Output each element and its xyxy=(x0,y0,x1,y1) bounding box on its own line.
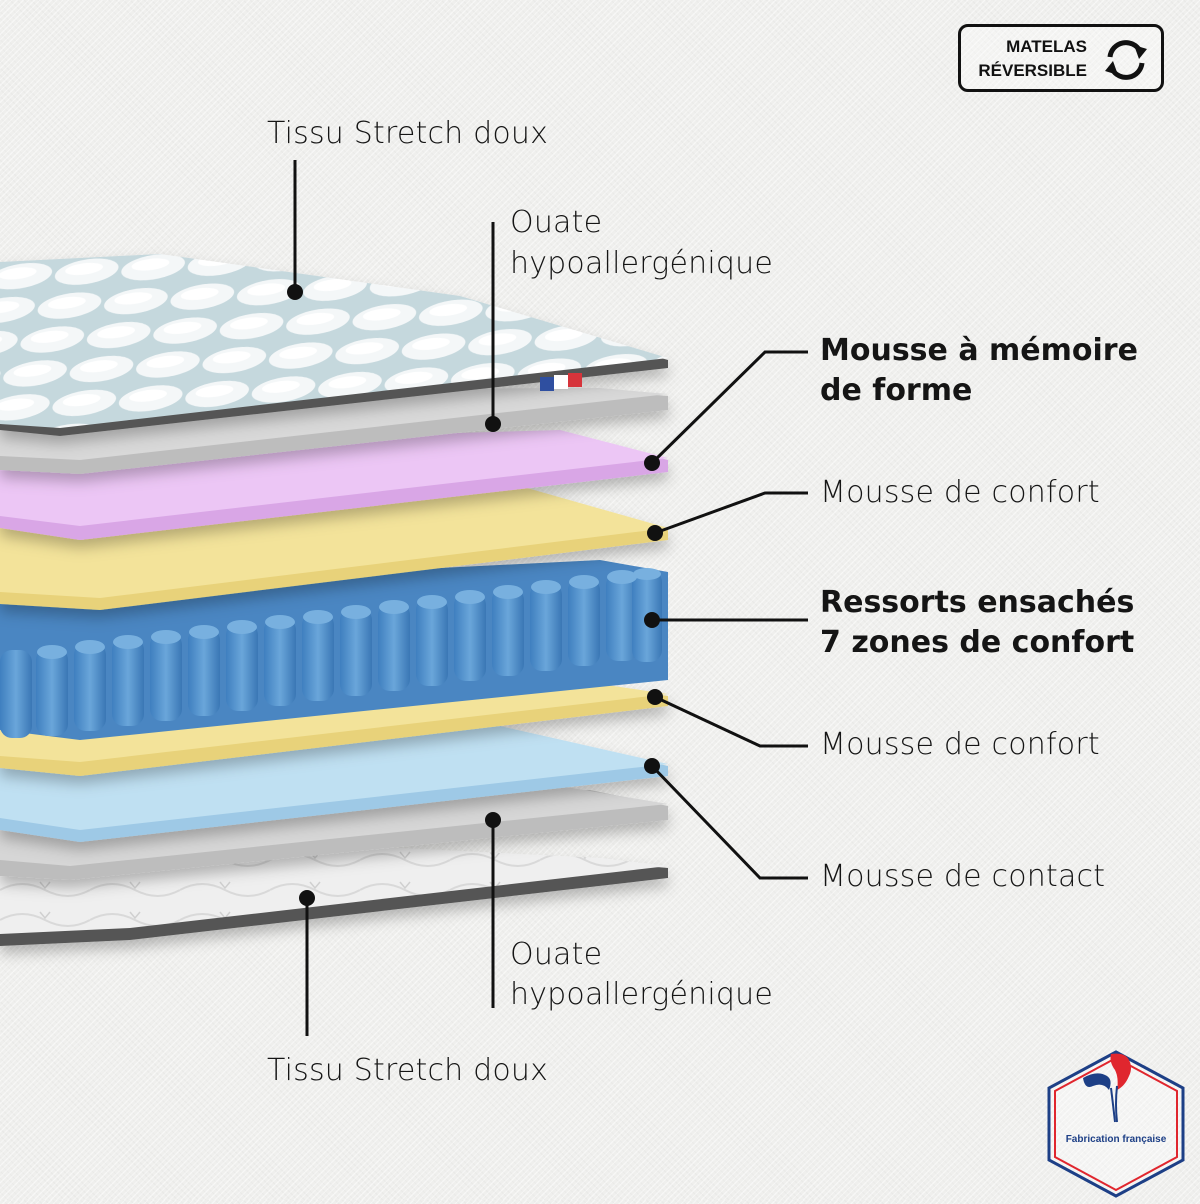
french-flag-tag xyxy=(540,373,582,391)
logo-text: Fabrication française xyxy=(1065,1134,1167,1145)
badge-line1: MATELAS xyxy=(1006,37,1087,56)
label-tissu-bottom: Tissu Stretch doux xyxy=(267,1053,549,1088)
label-tissu-top: Tissu Stretch doux xyxy=(267,116,549,151)
hexagon-frame-icon xyxy=(1047,1050,1185,1198)
label-confort-top: Mousse de confort xyxy=(820,475,1100,510)
fabrication-francaise-logo: Fabrication française xyxy=(1045,1048,1187,1200)
reversible-badge: MATELAS RÉVERSIBLE xyxy=(958,24,1164,92)
layer-tissu-top xyxy=(0,254,668,436)
label-ouate-bottom-line1: Ouate xyxy=(510,937,603,972)
leader-dots xyxy=(287,284,663,906)
label-ouate-top-line2: hypoallergénique xyxy=(510,246,774,281)
rooster-icon xyxy=(1083,1053,1131,1123)
label-memoire-line1: Mousse à mémoire xyxy=(820,333,1138,368)
label-contact: Mousse de contact xyxy=(820,859,1106,894)
leader-lines xyxy=(293,160,808,1036)
label-ressorts-line1: Ressorts ensachés xyxy=(820,585,1135,620)
label-confort-bottom: Mousse de confort xyxy=(820,727,1100,762)
label-ouate-bottom-line2: hypoallergénique xyxy=(510,977,774,1012)
label-memoire-line2: de forme xyxy=(820,373,973,408)
badge-line2: RÉVERSIBLE xyxy=(978,61,1087,80)
label-ressorts-line2: 7 zones de confort xyxy=(820,625,1135,660)
label-ouate-top-line1: Ouate xyxy=(510,205,603,240)
reverse-arrows-icon xyxy=(1105,40,1147,80)
